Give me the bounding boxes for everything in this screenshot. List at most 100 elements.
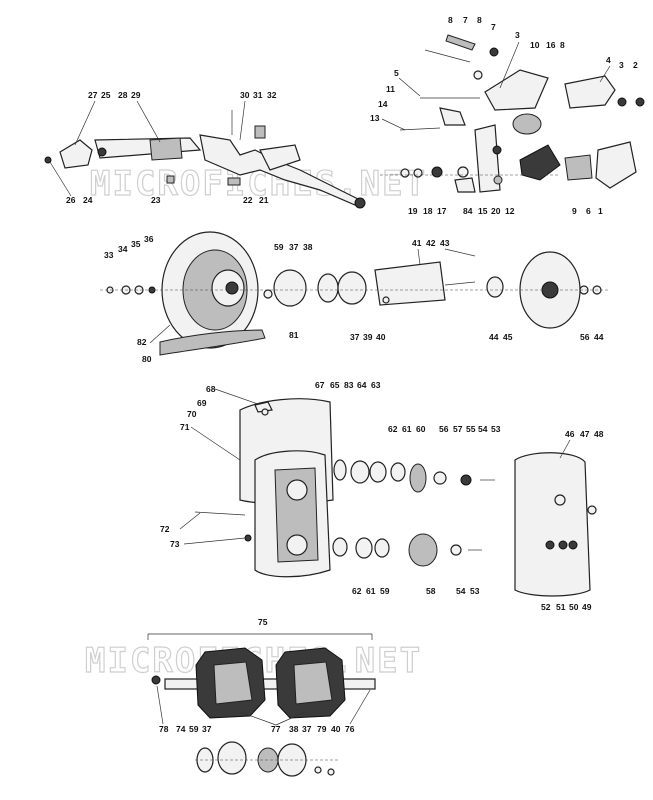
part-callout-81: 81 <box>289 330 299 340</box>
linkage-callouts: 8 7 8 7 3 10 16 8 4 3 2 5 11 14 13 19 18… <box>370 15 638 216</box>
part-callout-36: 36 <box>144 234 154 244</box>
part-callout-76: 76 <box>345 724 355 734</box>
drive-shaft-assembly <box>147 633 376 777</box>
part-callout-55: 55 <box>466 424 476 434</box>
part-callout-80: 80 <box>142 354 152 364</box>
pulley-callouts: 33 34 35 36 59 37 38 41 42 43 82 80 81 3… <box>104 234 604 364</box>
chaincase-assembly <box>194 398 597 597</box>
part-callout-31: 31 <box>253 90 263 100</box>
part-callout-78: 78 <box>159 724 169 734</box>
part-callout-14: 14 <box>378 99 388 109</box>
part-callout-20: 20 <box>491 206 501 216</box>
part-callout-37: 37 <box>350 332 360 342</box>
part-callout-43: 43 <box>440 238 450 248</box>
part-callout-47: 47 <box>580 429 590 439</box>
part-callout-74: 74 <box>176 724 186 734</box>
part-callout-6: 6 <box>586 206 591 216</box>
part-callout-15: 15 <box>478 206 488 216</box>
part-callout-10: 10 <box>530 40 540 50</box>
part-callout-27: 27 <box>88 90 98 100</box>
part-callout-44: 44 <box>594 332 604 342</box>
part-callout-62: 62 <box>352 586 362 596</box>
part-callout-67: 67 <box>315 380 325 390</box>
part-callout-53: 53 <box>470 586 480 596</box>
part-callout-35: 35 <box>131 239 141 249</box>
part-callout-23: 23 <box>151 195 161 205</box>
part-callout-17: 17 <box>437 206 447 216</box>
part-callout-50: 50 <box>569 602 579 612</box>
part-callout-56: 56 <box>580 332 590 342</box>
part-callout-24: 24 <box>83 195 93 205</box>
part-callout-37: 37 <box>302 724 312 734</box>
part-callout-73: 73 <box>170 539 180 549</box>
part-callout-4: 4 <box>606 55 611 65</box>
part-callout-3: 3 <box>619 60 624 70</box>
part-callout-84: 84 <box>463 206 473 216</box>
part-callout-13: 13 <box>370 113 380 123</box>
part-callout-75: 75 <box>258 617 268 627</box>
chaincase-callouts: 68 69 70 71 67 65 83 64 63 62 61 60 56 5… <box>160 380 604 612</box>
part-callout-52: 52 <box>541 602 551 612</box>
part-callout-63: 63 <box>371 380 381 390</box>
part-callout-42: 42 <box>426 238 436 248</box>
part-callout-19: 19 <box>408 206 418 216</box>
part-callout-70: 70 <box>187 409 197 419</box>
part-callout-72: 72 <box>160 524 170 534</box>
part-callout-54: 54 <box>456 586 466 596</box>
part-callout-37: 37 <box>202 724 212 734</box>
part-callout-41: 41 <box>412 238 422 248</box>
part-callout-45: 45 <box>503 332 513 342</box>
part-callout-68: 68 <box>206 384 216 394</box>
part-callout-11: 11 <box>386 84 395 94</box>
part-callout-29: 29 <box>131 90 141 100</box>
part-callout-44: 44 <box>489 332 499 342</box>
part-callout-64: 64 <box>357 380 367 390</box>
part-callout-65: 65 <box>330 380 340 390</box>
part-callout-60: 60 <box>416 424 426 434</box>
part-callout-8: 8 <box>560 40 565 50</box>
part-callout-57: 57 <box>453 424 463 434</box>
part-callout-38: 38 <box>289 724 299 734</box>
part-callout-38: 38 <box>303 242 313 252</box>
part-callout-12: 12 <box>505 206 515 216</box>
part-callout-39: 39 <box>363 332 373 342</box>
part-callout-37: 37 <box>289 242 299 252</box>
part-callout-53: 53 <box>491 424 501 434</box>
part-callout-28: 28 <box>118 90 128 100</box>
part-callout-8: 8 <box>448 15 453 25</box>
part-callout-5: 5 <box>394 68 399 78</box>
part-callout-2: 2 <box>633 60 638 70</box>
part-callout-40: 40 <box>376 332 386 342</box>
part-callout-58: 58 <box>426 586 436 596</box>
part-callout-77: 77 <box>271 724 281 734</box>
part-callout-9: 9 <box>572 206 577 216</box>
part-callout-61: 61 <box>402 424 412 434</box>
part-callout-56: 56 <box>439 424 449 434</box>
part-callout-1: 1 <box>598 206 603 216</box>
part-callout-25: 25 <box>101 90 111 100</box>
drive-shaft-callouts: 75 78 74 59 37 77 38 37 79 40 76 <box>156 617 371 734</box>
part-callout-3: 3 <box>515 30 520 40</box>
part-callout-48: 48 <box>594 429 604 439</box>
part-callout-79: 79 <box>317 724 327 734</box>
part-callout-59: 59 <box>274 242 284 252</box>
part-callout-59: 59 <box>189 724 199 734</box>
part-callout-32: 32 <box>267 90 277 100</box>
lever-callouts: 27 25 28 29 30 31 32 26 24 23 22 21 <box>49 90 277 205</box>
pulley-assembly <box>100 231 610 356</box>
part-callout-69: 69 <box>197 398 207 408</box>
part-callout-7: 7 <box>463 15 468 25</box>
lever-assembly <box>44 110 366 209</box>
part-callout-82: 82 <box>137 337 147 347</box>
part-callout-26: 26 <box>66 195 76 205</box>
part-callout-46: 46 <box>565 429 575 439</box>
part-callout-30: 30 <box>240 90 250 100</box>
part-callout-33: 33 <box>104 250 114 260</box>
part-callout-22: 22 <box>243 195 253 205</box>
part-callout-59: 59 <box>380 586 390 596</box>
part-callout-54: 54 <box>478 424 488 434</box>
part-callout-7: 7 <box>491 22 496 32</box>
part-callout-40: 40 <box>331 724 341 734</box>
part-callout-49: 49 <box>582 602 592 612</box>
part-callout-18: 18 <box>423 206 433 216</box>
